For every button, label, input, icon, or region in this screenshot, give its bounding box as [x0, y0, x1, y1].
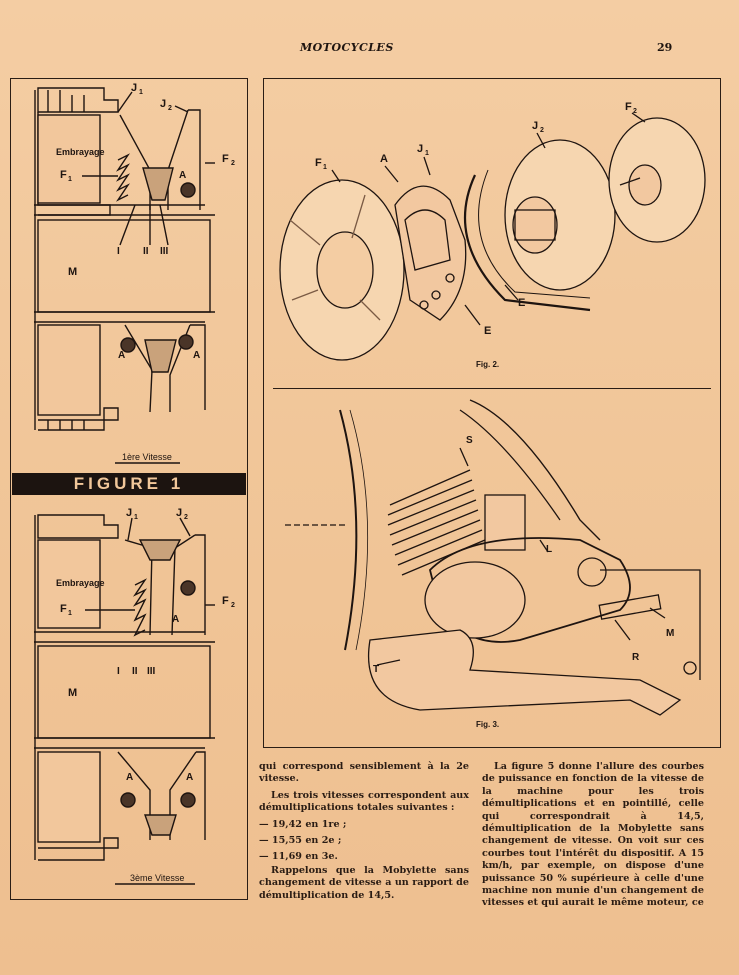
fig1-bottom-caption: 3ème Vitesse	[130, 873, 185, 883]
fig3-label-l: L	[546, 544, 552, 555]
fig1-top-label-j2: J	[160, 98, 166, 110]
figures-2-3-panel	[263, 78, 721, 748]
fig1-bottom-label-j2: J	[176, 507, 182, 519]
panel-divider	[273, 388, 711, 389]
fig2-label-a: A	[380, 153, 388, 165]
fig1-bottom-label-embrayage: Embrayage	[56, 578, 105, 588]
fig2-label-f1: F	[315, 157, 322, 169]
fig1-top-label-f1-sub: 1	[68, 176, 72, 183]
fig1-bottom-label-f1: F	[60, 603, 67, 615]
fig1-top-label-embrayage: Embrayage	[56, 147, 105, 157]
fig1-top-label-f2-sub: 2	[231, 160, 235, 167]
fig3-caption: Fig. 3.	[476, 720, 500, 729]
fig1-bottom-label-a1: A	[172, 614, 179, 625]
fig1-bottom-label-i: I	[117, 666, 120, 677]
fig2-label-e2: E	[484, 325, 491, 337]
page-number: 29	[657, 41, 673, 54]
col1-list-item-1: — 19,42 en 1re ;	[259, 818, 347, 830]
col2-para1: La figure 5 donne l'allure des courbes d…	[482, 761, 704, 909]
text-column-2: La figure 5 donne l'allure des courbes d…	[482, 761, 704, 914]
fig2-label-j2-sub: 2	[540, 127, 544, 134]
fig1-bottom-label-iii: III	[147, 666, 156, 677]
col1-para2: Les trois vitesses correspondent aux dém…	[259, 789, 469, 814]
fig1-top-label-j2-sub: 2	[168, 105, 172, 112]
figure1-banner: FIGURE 1	[12, 473, 246, 495]
fig1-top-label-ii: II	[143, 246, 149, 257]
col1-para1: qui correspond sensiblement à la 2e vite…	[259, 761, 469, 785]
fig1-bottom-label-f2: F	[222, 595, 229, 607]
fig3-label-t: T	[373, 664, 379, 675]
fig1-bottom-label-m: M	[68, 687, 77, 699]
fig2-label-j1: J	[417, 143, 423, 155]
fig2-label-j1-sub: 1	[425, 150, 429, 157]
fig2-label-f2-sub: 2	[633, 108, 637, 115]
fig1-top-label-m: M	[68, 266, 77, 278]
fig1-bottom-label-a2: A	[126, 772, 133, 783]
fig1-bottom-label-j1: J	[126, 507, 132, 519]
fig1-bottom-label-ii: II	[132, 666, 138, 677]
fig1-top-label-j1: J	[131, 82, 137, 94]
col1-para3: Rappelons que la Mobylette sans changeme…	[259, 864, 469, 901]
fig1-bottom-label-j1-sub: 1	[134, 514, 138, 521]
fig2-label-j2: J	[532, 120, 538, 132]
fig1-top-label-f2: F	[222, 153, 229, 165]
figure1-panel	[10, 78, 248, 900]
col1-list-item-2: — 15,55 en 2e ;	[259, 835, 342, 847]
fig1-top-label-j1-sub: 1	[139, 89, 143, 96]
text-column-1: qui correspond sensiblement à la 2e vite…	[259, 761, 469, 906]
fig1-top-caption: 1ère Vitesse	[122, 452, 172, 462]
fig3-label-m: M	[666, 628, 674, 639]
fig2-label-e1: E	[518, 297, 525, 309]
fig2-label-f2: F	[625, 101, 632, 113]
fig1-bottom-label-j2-sub: 2	[184, 514, 188, 521]
fig3-label-r: R	[632, 652, 640, 663]
fig3-label-s: S	[466, 435, 473, 446]
col1-list-item-3: — 11,69 en 3e.	[259, 851, 338, 863]
fig2-label-f1-sub: 1	[323, 164, 327, 171]
fig1-top-label-a1: A	[179, 170, 186, 181]
fig1-bottom-label-f2-sub: 2	[231, 602, 235, 609]
fig1-bottom-label-f1-sub: 1	[68, 610, 72, 617]
fig1-bottom-label-a3: A	[186, 772, 193, 783]
fig1-top-label-a2: A	[118, 350, 125, 361]
fig1-top-label-i: I	[117, 246, 120, 257]
fig1-top-label-f1: F	[60, 169, 67, 181]
fig1-top-label-a3: A	[193, 350, 200, 361]
running-header: MOTOCYCLES	[300, 41, 394, 54]
fig2-caption: Fig. 2.	[476, 360, 500, 369]
fig1-top-label-iii: III	[160, 246, 169, 257]
